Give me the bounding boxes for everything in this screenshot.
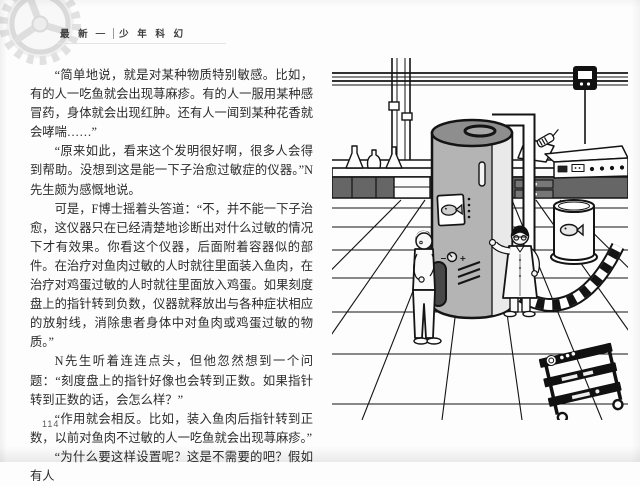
flask-icon bbox=[345, 145, 364, 169]
fish-label bbox=[436, 193, 466, 227]
visitor-ear bbox=[419, 240, 423, 245]
visitor-arm bbox=[429, 253, 435, 277]
cart-item bbox=[582, 370, 594, 377]
doctor-leg bbox=[509, 297, 519, 313]
cart-shelf bbox=[538, 342, 613, 368]
glasses-icon bbox=[513, 234, 527, 241]
container-fish-icon bbox=[559, 223, 584, 237]
visitor-head bbox=[415, 232, 433, 250]
doctor-hand bbox=[531, 270, 538, 277]
doctor-figure bbox=[488, 225, 540, 318]
visitor-hand bbox=[418, 276, 425, 283]
machine-dial: − + bbox=[440, 251, 467, 263]
cart-item bbox=[571, 391, 591, 400]
doctor-shoe bbox=[522, 310, 536, 318]
visitor-shoe bbox=[413, 337, 429, 345]
pipe-coupling bbox=[388, 101, 400, 111]
pipe-coupling bbox=[401, 112, 413, 121]
page-number: 114 bbox=[42, 419, 60, 429]
cart-item bbox=[561, 374, 578, 382]
flask-icon bbox=[385, 146, 403, 169]
series-header: 最 新 — 少 年 科 幻 bbox=[60, 26, 186, 40]
sample-hose bbox=[518, 242, 625, 312]
series-title-left: 最 新 bbox=[60, 29, 91, 40]
allergy-machine: − + bbox=[430, 118, 514, 320]
visitor-figure bbox=[412, 230, 442, 345]
machine-vents bbox=[457, 261, 481, 285]
doctor-hand bbox=[488, 238, 497, 247]
flask-icon bbox=[366, 149, 382, 169]
fish-icon bbox=[440, 203, 463, 216]
utility-cart bbox=[538, 342, 624, 420]
bench-instrument bbox=[517, 129, 628, 179]
story-paragraph: N先生听着连连点头，但他忽然想到一个问题：“刻度盘上的指针好像也会转到正数。如果… bbox=[30, 354, 313, 407]
doctor-shoe bbox=[503, 310, 517, 318]
machine-dots bbox=[467, 197, 471, 219]
story-paragraph: “作用就会相反。比如，装入鱼肉后指针转到正数，以前对鱼肉不过敏的人一吃鱼就会出现… bbox=[30, 411, 313, 445]
story-paragraph: 可是，F博士摇着头答道：“不，并不能一下子治愈，这仪器只在已经清楚地诊断出对什么… bbox=[30, 201, 313, 350]
doctor-leg bbox=[521, 297, 531, 313]
visitor-shoe bbox=[426, 337, 442, 345]
instrument-display bbox=[571, 163, 585, 173]
visitor-pants bbox=[412, 289, 436, 339]
instrument-switch bbox=[557, 165, 568, 173]
story-paragraph: “原来如此，看来这个发明很好啊，很多人会得到帮助。没想到这是能一下子治愈过敏症的… bbox=[30, 144, 313, 197]
dial-plus-label: + bbox=[460, 254, 467, 263]
doctor-hair bbox=[511, 225, 529, 236]
cart-roll bbox=[545, 354, 557, 366]
series-separator: — bbox=[95, 27, 109, 39]
machine-opening bbox=[463, 124, 497, 138]
cart-wheel bbox=[556, 411, 569, 420]
series-title-right: 少 年 科 幻 bbox=[119, 29, 187, 40]
lid-brush-icon bbox=[536, 129, 559, 148]
story-text: “简单地说，就是对某种物质特别敏感。比如，有的人一吃鱼就会出现荨麻疹。有的人一服… bbox=[30, 66, 313, 486]
story-paragraph: “简单地说，就是对某种物质特别敏感。比如，有的人一吃鱼就会出现荨麻疹。有的人一服… bbox=[30, 68, 313, 140]
machine-slot bbox=[478, 161, 486, 187]
header-rule bbox=[56, 43, 226, 44]
header-divider bbox=[113, 27, 115, 39]
gear-hub bbox=[31, 15, 49, 33]
cart-wheel bbox=[612, 398, 624, 411]
wall-outlet bbox=[573, 66, 597, 144]
cart-shelf bbox=[543, 362, 618, 388]
instrument-knobs bbox=[589, 165, 625, 172]
story-paragraph: “为什么要这样设置呢？这是不需要的吧？假如有人 bbox=[30, 449, 313, 483]
lab-flasks bbox=[345, 145, 403, 169]
illustration: − + bbox=[332, 58, 628, 420]
dial-minus-label: − bbox=[440, 254, 447, 263]
sample-container bbox=[550, 199, 598, 265]
